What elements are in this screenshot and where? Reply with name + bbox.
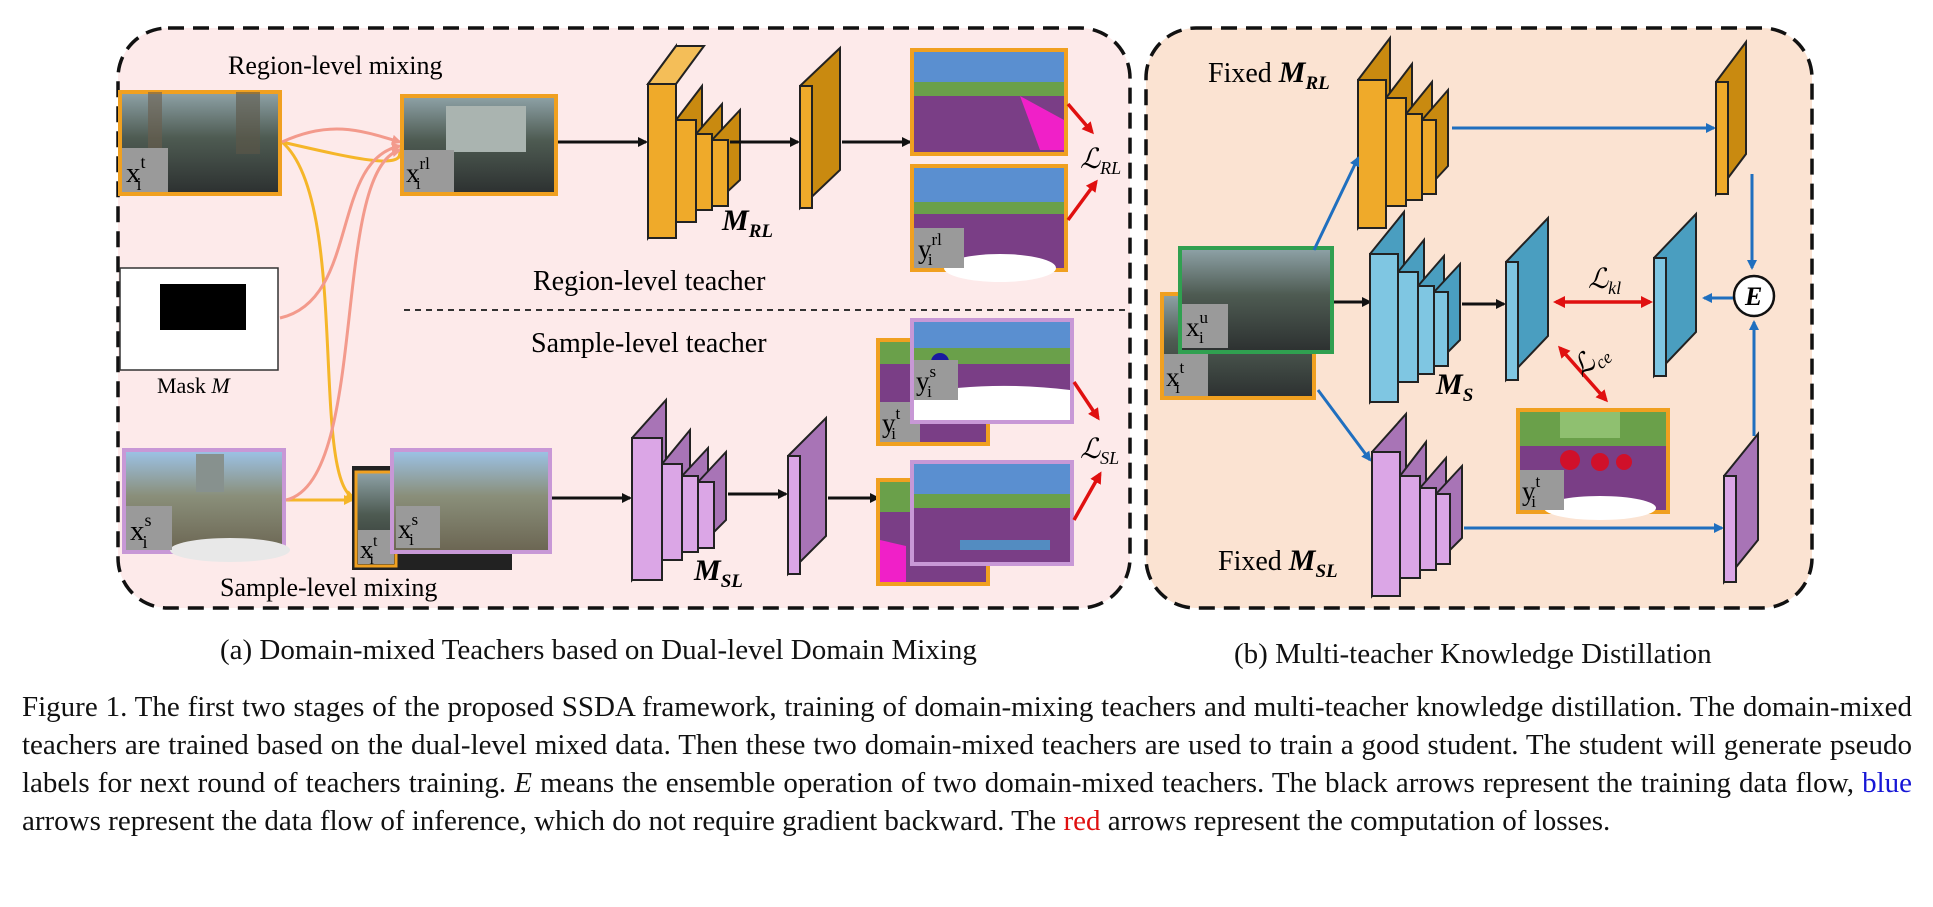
pink-arrow-from-xt xyxy=(281,127,402,145)
fixed-rl-label: Fixed MRL xyxy=(1208,56,1330,94)
loss-kl-label: ℒkl xyxy=(1588,264,1621,298)
subcaption-b: (b) Multi-teacher Knowledge Distillation xyxy=(1234,638,1712,670)
ensemble-feature-block xyxy=(1653,211,1697,379)
ensemble-symbol: E xyxy=(1744,282,1762,311)
caption-blue-word: blue xyxy=(1862,767,1912,799)
region-teacher-label: Region-level teacher xyxy=(533,266,766,297)
subcaption-a: (a) Domain-mixed Teachers based on Dual-… xyxy=(220,634,977,666)
rl-prediction-image xyxy=(910,48,1068,156)
caption-e-symbol: E xyxy=(514,767,532,799)
loss-sl-label: ℒSL xyxy=(1080,434,1119,468)
caption-part-4: arrows represent the computation of loss… xyxy=(1100,805,1611,837)
sl-feature-block xyxy=(787,415,827,577)
model-sl-blocks xyxy=(631,397,727,583)
pink-arrow-from-xs xyxy=(285,147,402,502)
pink-arrow-from-mask xyxy=(279,142,402,320)
svg-text:yti: yti xyxy=(1522,472,1541,511)
mask-label: Mask M xyxy=(157,373,231,398)
fixed-sl-label: Fixed MSL xyxy=(1218,544,1338,582)
sl-prediction-image xyxy=(876,460,1074,586)
blue-arrow-in-to-rl xyxy=(1312,156,1360,251)
mask-image xyxy=(119,267,279,371)
region-mixing-label: Region-level mixing xyxy=(228,51,442,80)
blue-arrow-in-to-sl xyxy=(1316,389,1372,462)
caption-part-1: Figure 1. The first two stages of the pr… xyxy=(22,691,1912,799)
student-feature-block xyxy=(1505,215,1549,383)
red-arrow-rl-1 xyxy=(1066,102,1094,135)
svg-text:xsi: xsi xyxy=(130,510,152,552)
caption-red-word: red xyxy=(1063,805,1101,837)
svg-text:xti: xti xyxy=(126,152,146,194)
svg-text:xsi: xsi xyxy=(398,510,418,549)
ensemble-node xyxy=(1732,274,1776,318)
fixed-sl-feature-block xyxy=(1723,431,1759,585)
rl-feature-block xyxy=(799,45,841,211)
figure-diagram: Region-level mixing Region-level teacher… xyxy=(116,26,1814,610)
fixed-model-rl-blocks xyxy=(1357,35,1449,231)
svg-text:xui: xui xyxy=(1186,308,1209,347)
panel-a-box xyxy=(116,26,1132,610)
svg-text:xti: xti xyxy=(1166,358,1185,397)
figure-caption: Figure 1. The first two stages of the pr… xyxy=(22,688,1912,840)
red-arrow-sl-1 xyxy=(1072,381,1100,421)
yellow-arrow-to-sl xyxy=(281,140,356,500)
red-arrow-ce xyxy=(1558,345,1608,403)
fixed-model-sl-blocks xyxy=(1371,411,1463,599)
loss-rl-label: ℒRL xyxy=(1080,144,1121,178)
student-model-label: MS xyxy=(1435,368,1473,406)
red-arrow-rl-2 xyxy=(1066,179,1098,222)
fixed-rl-feature-block xyxy=(1715,39,1747,197)
model-rl-blocks xyxy=(646,42,741,242)
sample-mixing-label: Sample-level mixing xyxy=(220,573,437,602)
caption-part-2: means the ensemble operation of two doma… xyxy=(531,767,1863,799)
caption-part-3: arrows represent the data flow of infere… xyxy=(22,805,1064,837)
svg-text:yti: yti xyxy=(882,404,901,443)
svg-text:ysi: ysi xyxy=(916,362,936,401)
student-model-blocks xyxy=(1369,209,1461,405)
model-rl-label: MRL xyxy=(721,204,773,242)
sample-teacher-label: Sample-level teacher xyxy=(531,328,767,359)
model-sl-label: MSL xyxy=(693,554,743,592)
svg-text:xti: xti xyxy=(360,533,378,568)
red-arrow-sl-2 xyxy=(1072,471,1102,521)
